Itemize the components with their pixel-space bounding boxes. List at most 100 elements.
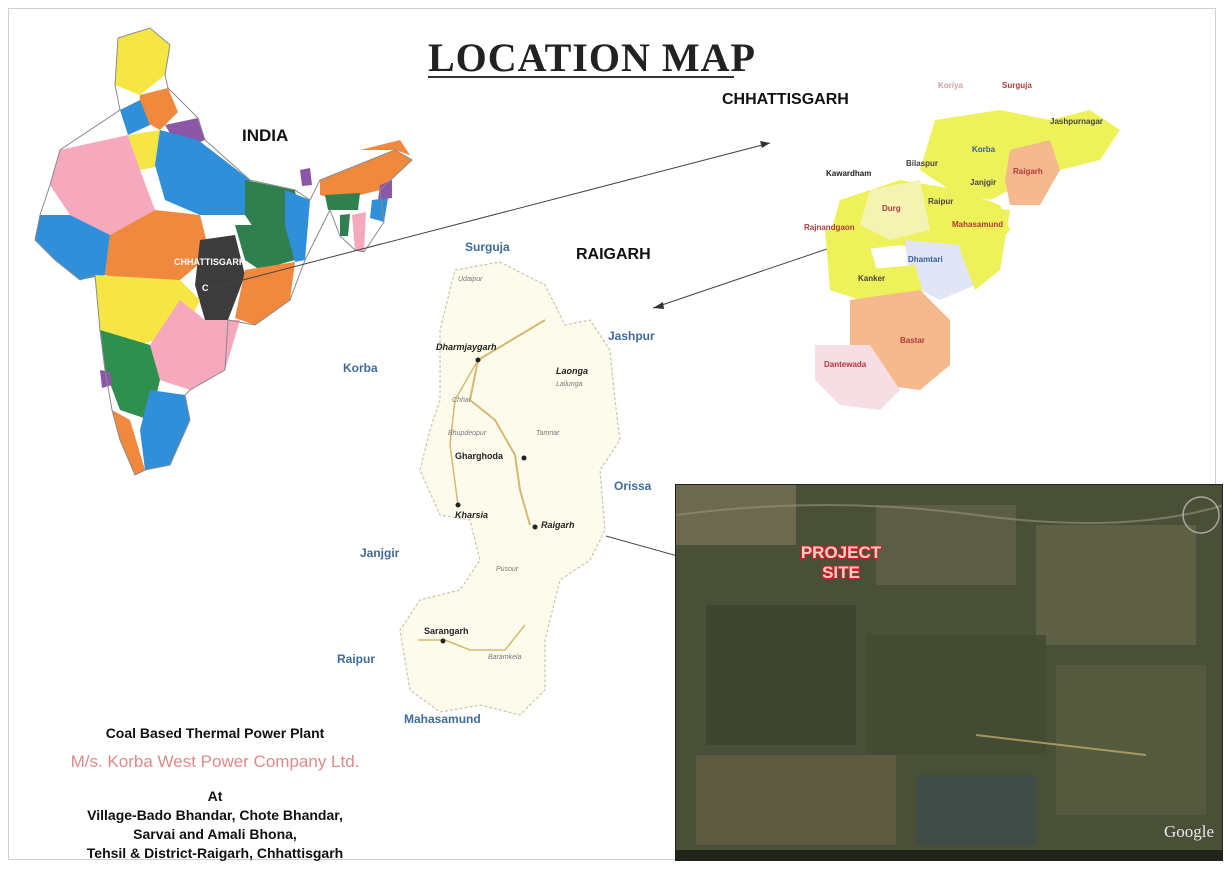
neighbor-orissa: Orissa <box>614 479 652 493</box>
project-site-label: PROJECT SITE <box>796 543 886 583</box>
town-kharsia: Kharsia <box>455 510 489 520</box>
india-region-sikkim <box>300 168 312 186</box>
cg-region-dantewada <box>815 345 900 410</box>
cg-region-dhamtari <box>905 240 975 300</box>
district-koriya: Koriya <box>938 81 963 90</box>
caption-address3: Tehsil & District-Raigarh, Chhattisgarh <box>86 845 344 861</box>
india-region-mp <box>105 210 210 280</box>
district-raipur: Raipur <box>928 197 954 206</box>
india-region-jharkhand <box>235 225 295 270</box>
district-kanker: Kanker <box>858 274 886 283</box>
cg-region-raigarh <box>1005 140 1060 205</box>
town-laonga: Laonga <box>556 366 589 376</box>
india-label: INDIA <box>242 126 289 145</box>
village-bhupdeopur: Bhupdeopur <box>448 430 487 437</box>
district-bastar: Bastar <box>900 336 925 345</box>
district-dantewada: Dantewada <box>824 360 867 369</box>
raigarh-map <box>399 261 621 716</box>
india-region-mizoram <box>340 214 350 236</box>
india-region-kerala <box>112 410 145 475</box>
neighbor-jashpur: Jashpur <box>608 329 655 343</box>
project-site-label-line1: PROJECT <box>800 543 882 562</box>
india-location-marker: C <box>202 283 209 293</box>
district-kawardham: Kawardham <box>826 169 872 178</box>
town-raigarh: Raigarh <box>541 520 575 530</box>
india-region-meghalaya <box>325 193 360 210</box>
india-region-chhattisgarh <box>195 235 245 320</box>
town-dot-raigarh <box>532 524 538 530</box>
district-mahasamund: Mahasamund <box>952 220 1004 229</box>
district-raigarh: Raigarh <box>1013 167 1043 176</box>
india-region-punjab <box>138 88 178 130</box>
district-dhamtari: Dhamtari <box>908 255 943 264</box>
district-jashpurnagar: Jashpurnagar <box>1050 117 1103 126</box>
india-region-ap <box>150 300 240 390</box>
village-chhal: Chhal <box>452 397 471 404</box>
india-map <box>34 27 413 476</box>
india-region-assam <box>320 150 412 200</box>
district-rajnandgaon: Rajnandgaon <box>804 223 855 232</box>
arrow-head-1 <box>760 141 770 148</box>
cg-region-durg <box>860 180 930 240</box>
town-dharmjaygarh: Dharmjaygarh <box>436 342 497 352</box>
village-udaipur: Udaipur <box>458 276 483 283</box>
caption-company: M/s. Korba West Power Company Ltd. <box>70 752 360 771</box>
map-title: LOCATION MAP <box>428 35 756 80</box>
page-frame <box>8 8 1216 860</box>
village-lailunga: Lailunga <box>556 381 583 388</box>
district-durg: Durg <box>882 204 901 213</box>
district-surguja: Surguja <box>1002 81 1032 90</box>
raigarh-district-outline <box>399 261 621 716</box>
district-janjgir: Janjgir <box>970 178 997 187</box>
chhattisgarh-map <box>815 110 1120 410</box>
district-korba: Korba <box>972 145 996 154</box>
satellite-texture <box>676 485 1222 860</box>
neighbor-janjgir: Janjgir <box>360 546 400 560</box>
google-attribution: Google <box>1163 822 1214 841</box>
raigarh-road-3 <box>418 624 526 651</box>
title-underline <box>428 76 734 78</box>
raigarh-road-2 <box>449 359 479 506</box>
india-region-manipur <box>370 198 388 222</box>
india-region-himachal <box>120 100 150 135</box>
neighbor-raipur: Raipur <box>337 652 376 666</box>
town-dot-dharmjaygarh <box>475 357 481 363</box>
town-gharghoda: Gharghoda <box>455 451 504 461</box>
arrow-head-2 <box>653 302 664 309</box>
chhattisgarh-label: CHHATTISGARH <box>722 91 849 108</box>
india-outline <box>34 27 413 476</box>
india-region-karnataka <box>100 330 160 420</box>
caption-at: At <box>207 788 223 804</box>
india-chhattisgarh-label: CHHATTISGARH <box>174 257 246 267</box>
project-site-label-line2: SITE <box>822 563 860 582</box>
raigarh-label: RAIGARH <box>576 246 651 263</box>
india-region-wb <box>285 190 310 262</box>
cg-region-mahasamund <box>960 205 1010 290</box>
district-bilaspur: Bilaspur <box>906 159 939 168</box>
india-region-goa <box>100 370 112 388</box>
town-dot-gharghoda <box>521 455 527 461</box>
india-region-up <box>155 130 250 215</box>
india-region-nagaland <box>378 180 392 200</box>
caption-line1: Coal Based Thermal Power Plant <box>105 725 325 741</box>
india-region-arunachal <box>360 140 410 155</box>
raigarh-main-road <box>468 319 546 526</box>
caption-address1: Village-Bado Bhandar, Chote Bhandar, <box>87 807 343 823</box>
village-pusour: Pusour <box>496 566 519 573</box>
town-sarangarh: Sarangarh <box>424 626 469 636</box>
india-region-rajasthan <box>50 135 155 235</box>
neighbor-korba: Korba <box>343 361 378 375</box>
india-region-tn <box>140 390 190 470</box>
neighbor-surguja: Surguja <box>465 240 510 254</box>
caption-address2: Sarvai and Amali Bhona, <box>133 826 297 842</box>
india-region-gujarat <box>35 215 110 280</box>
arrow-india-to-chhattisgarh <box>211 142 771 289</box>
neighbor-mahasamund: Mahasamund <box>404 712 481 726</box>
india-region-tripura <box>352 212 366 252</box>
town-dot-kharsia <box>455 502 461 508</box>
village-baramkela: Baramkela <box>488 654 522 661</box>
india-region-north <box>115 28 170 95</box>
satellite-image: PROJECT SITE Google <box>675 484 1223 861</box>
satellite-footer-bar <box>676 850 1222 860</box>
